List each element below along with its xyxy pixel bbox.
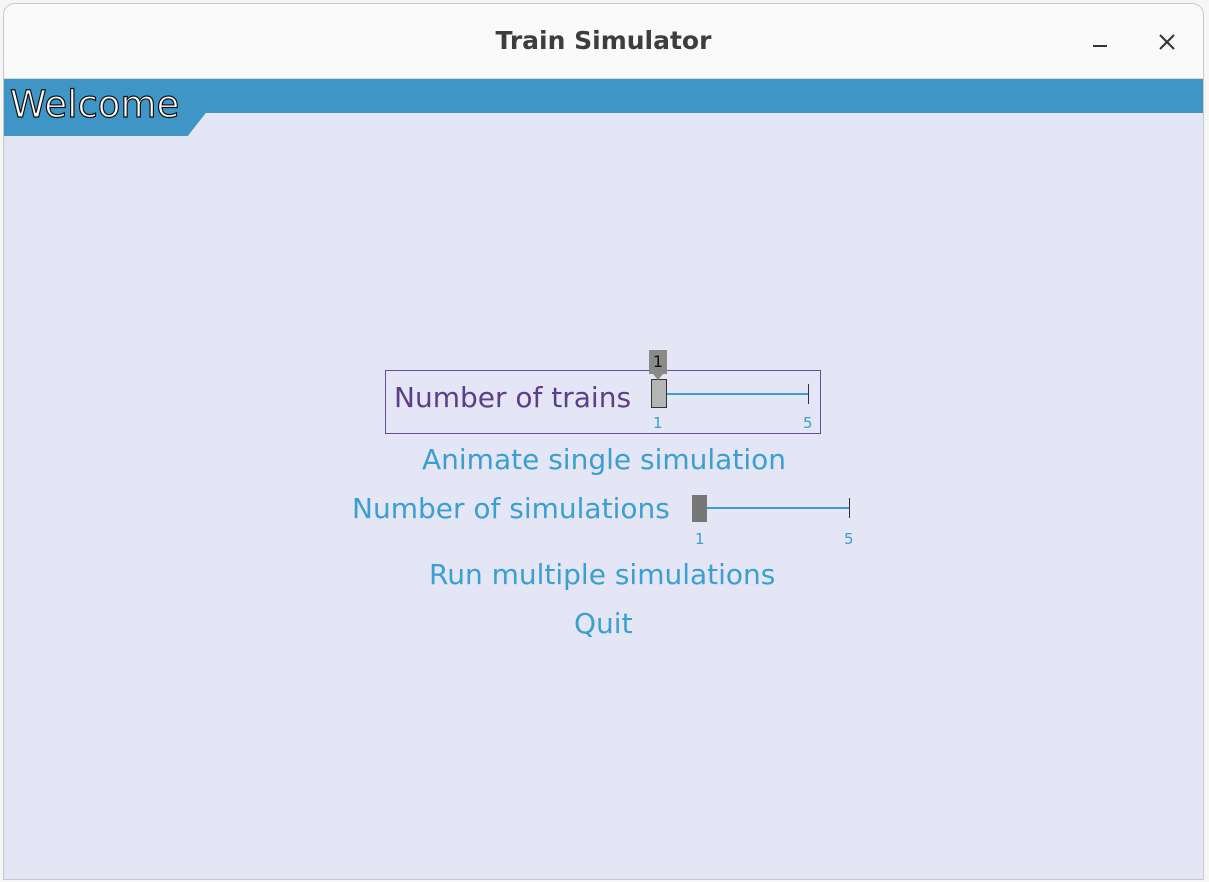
trains-label: Number of trains: [394, 381, 632, 414]
simulations-slider-track[interactable]: [706, 507, 849, 509]
tab-welcome-label: Welcome: [9, 82, 180, 126]
animate-single-simulation-button[interactable]: Animate single simulation: [422, 443, 786, 476]
close-button[interactable]: [1149, 24, 1185, 60]
trains-value-tooltip: 1: [649, 350, 667, 374]
trains-value-tooltip-arrow: [653, 374, 663, 380]
trains-slider-track[interactable]: [666, 393, 808, 395]
close-icon: [1159, 34, 1175, 50]
run-multiple-simulations-button[interactable]: Run multiple simulations: [429, 558, 776, 591]
trains-slider-end-tick: [808, 384, 809, 404]
tab-welcome[interactable]: Welcome: [4, 79, 206, 136]
title-bar[interactable]: Train Simulator: [4, 4, 1203, 79]
simulations-label: Number of simulations: [352, 492, 670, 525]
app-window: Train Simulator Welcome Number of trains: [3, 3, 1204, 880]
simulations-slider-handle[interactable]: [692, 495, 707, 522]
main-content: Welcome Number of trains 1 5 1 Animate s…: [4, 79, 1203, 879]
simulations-slider-end-tick: [849, 498, 850, 518]
simulations-slider-min-label: 1: [695, 530, 705, 548]
trains-slider-min-label: 1: [653, 414, 663, 432]
minimize-button[interactable]: [1082, 24, 1118, 60]
window-title: Train Simulator: [495, 26, 712, 55]
simulations-slider-max-label: 5: [844, 530, 854, 548]
minimize-icon: [1093, 45, 1107, 47]
quit-button[interactable]: Quit: [574, 607, 633, 640]
trains-slider-max-label: 5: [803, 414, 813, 432]
trains-setting-panel: Number of trains 1 5: [385, 370, 821, 434]
trains-slider-handle[interactable]: [651, 379, 667, 408]
